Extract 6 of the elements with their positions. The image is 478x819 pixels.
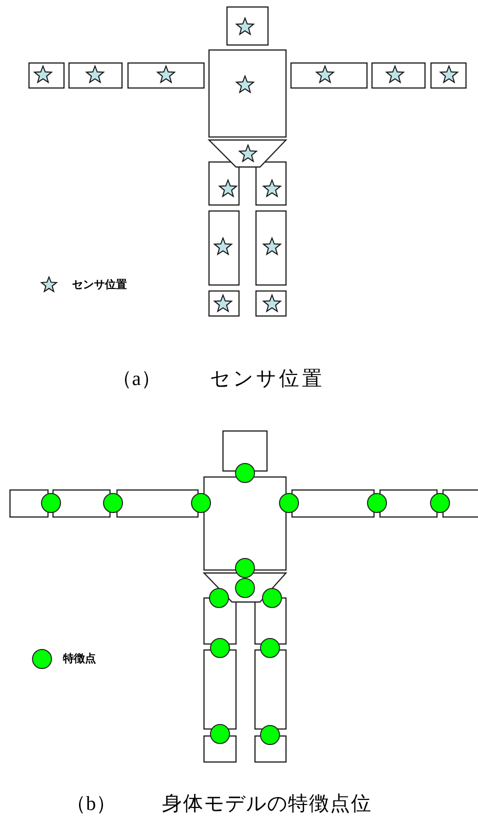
legend-label: センサ位置 <box>72 278 127 293</box>
legend-label: 特徴点 <box>63 652 96 667</box>
panel-label: （a） <box>112 367 161 392</box>
caption: 身体モデルの特徴点位 <box>162 792 372 817</box>
caption: センサ位置 <box>210 367 325 392</box>
panel-label: （b） <box>66 792 116 817</box>
